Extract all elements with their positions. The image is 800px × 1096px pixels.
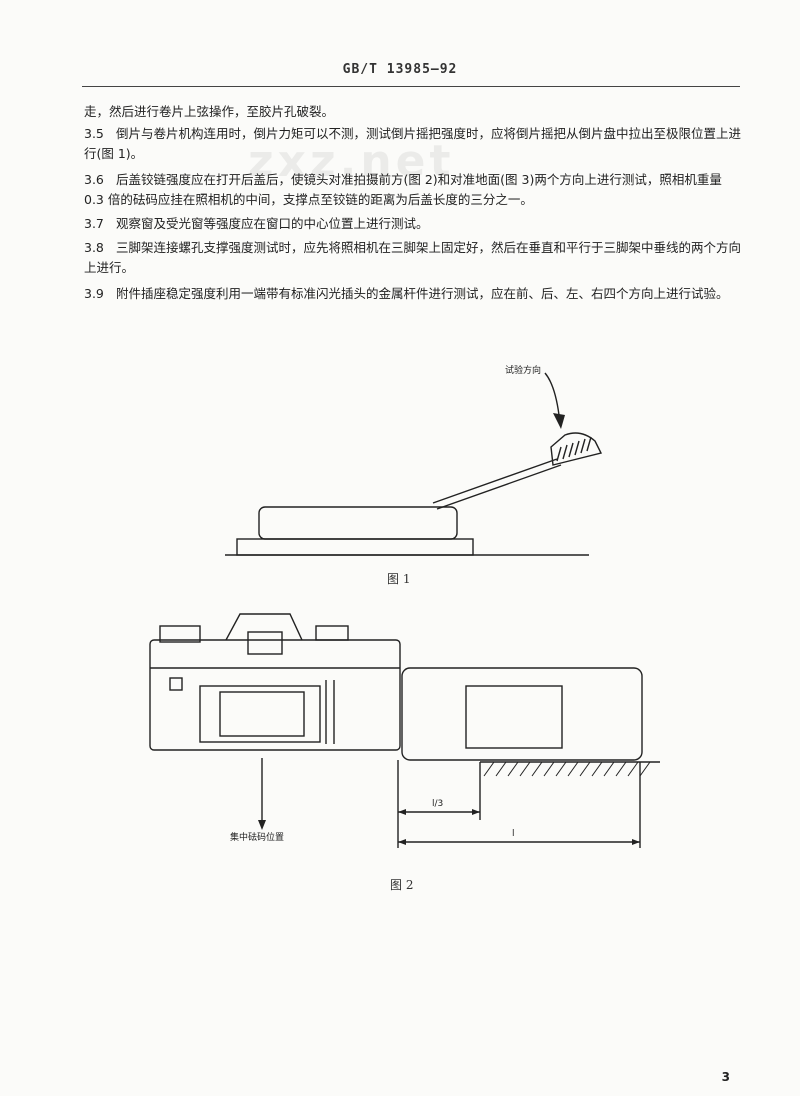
figure-1-caption: 图 1 [387,572,411,586]
camera-base [236,538,474,556]
paragraph-text: 附件插座稳定强度利用一端带有标准闪光插头的金属杆件进行测试，应在前、后、左、右四… [116,286,729,301]
paragraph-number: 3.9 [84,286,104,301]
rewind-disc [258,506,458,540]
pressure-plate [219,691,305,737]
film-chamber [199,685,321,743]
paragraph-text: 观察窗及受光窗等强度应在窗口的中心位置上进行测试。 [116,216,429,231]
figure-1-drawing: 试验方向 [225,364,603,556]
page-header: GB/T 13985—92 [342,62,458,77]
paragraph-text: 后盖铰链强度应在打开后盖后，使镜头对准拍摄前方(图 2)和对准地面(图 3)两个… [84,172,722,207]
camera-body [149,639,401,751]
force-arrow-shaft [544,372,560,416]
force-arrow-head [553,413,565,429]
paragraph-3-9: 3.9 附件插座稳定强度利用一端带有标准闪光插头的金属杆件进行测试，应在前、后、左… [84,284,744,304]
paragraph-3-7: 3.7 观察窗及受光窗等强度应在窗口的中心位置上进行测试。 [84,214,744,234]
shutter-dial [159,625,201,643]
paragraph-number: 3.5 [84,126,104,141]
crank-knob [550,432,603,466]
weight-position-label: 集中砝码位置 [230,831,284,843]
door-pressure-pad [465,685,563,749]
rewind-crank-arm-top [432,458,558,504]
weight-arrow-head [258,820,266,830]
paragraph-number: 3.7 [84,216,104,231]
dim-label-short: l/3 [432,799,443,809]
rewind-crank-arm-bottom [436,464,562,510]
figure-2-drawing: 集中砝码位置 l/3 l [149,613,660,848]
prism-housing [225,613,303,641]
page-number: 3 [721,1070,730,1084]
paragraph-continuation: 走，然后进行卷片上弦操作，至胶片孔破裂。 [84,102,744,122]
figure-2-caption: 图 2 [390,878,414,892]
paragraph-number: 3.6 [84,172,104,187]
dim-label-long: l [512,829,515,839]
paragraph-number: 3.8 [84,240,104,255]
latch [169,677,183,691]
knob-knurl [556,436,592,462]
force-direction-label: 试验方向 [505,364,541,376]
paragraph-text: 走，然后进行卷片上弦操作，至胶片孔破裂。 [84,104,335,119]
watermark: zxz.net [248,136,455,187]
viewfinder-eyepiece [247,631,283,655]
paragraph-text: 倒片与卷片机构连用时，倒片力矩可以不测，测试倒片摇把强度时，应将倒片摇把从倒片盘… [84,126,742,161]
support-hatching [483,761,651,777]
open-back-door [401,667,643,761]
paragraph-text: 三脚架连接螺孔支撑强度测试时，应先将照相机在三脚架上固定好，然后在垂直和平行于三… [84,240,742,275]
rewind-knob [315,625,349,641]
header-rule [82,86,740,87]
